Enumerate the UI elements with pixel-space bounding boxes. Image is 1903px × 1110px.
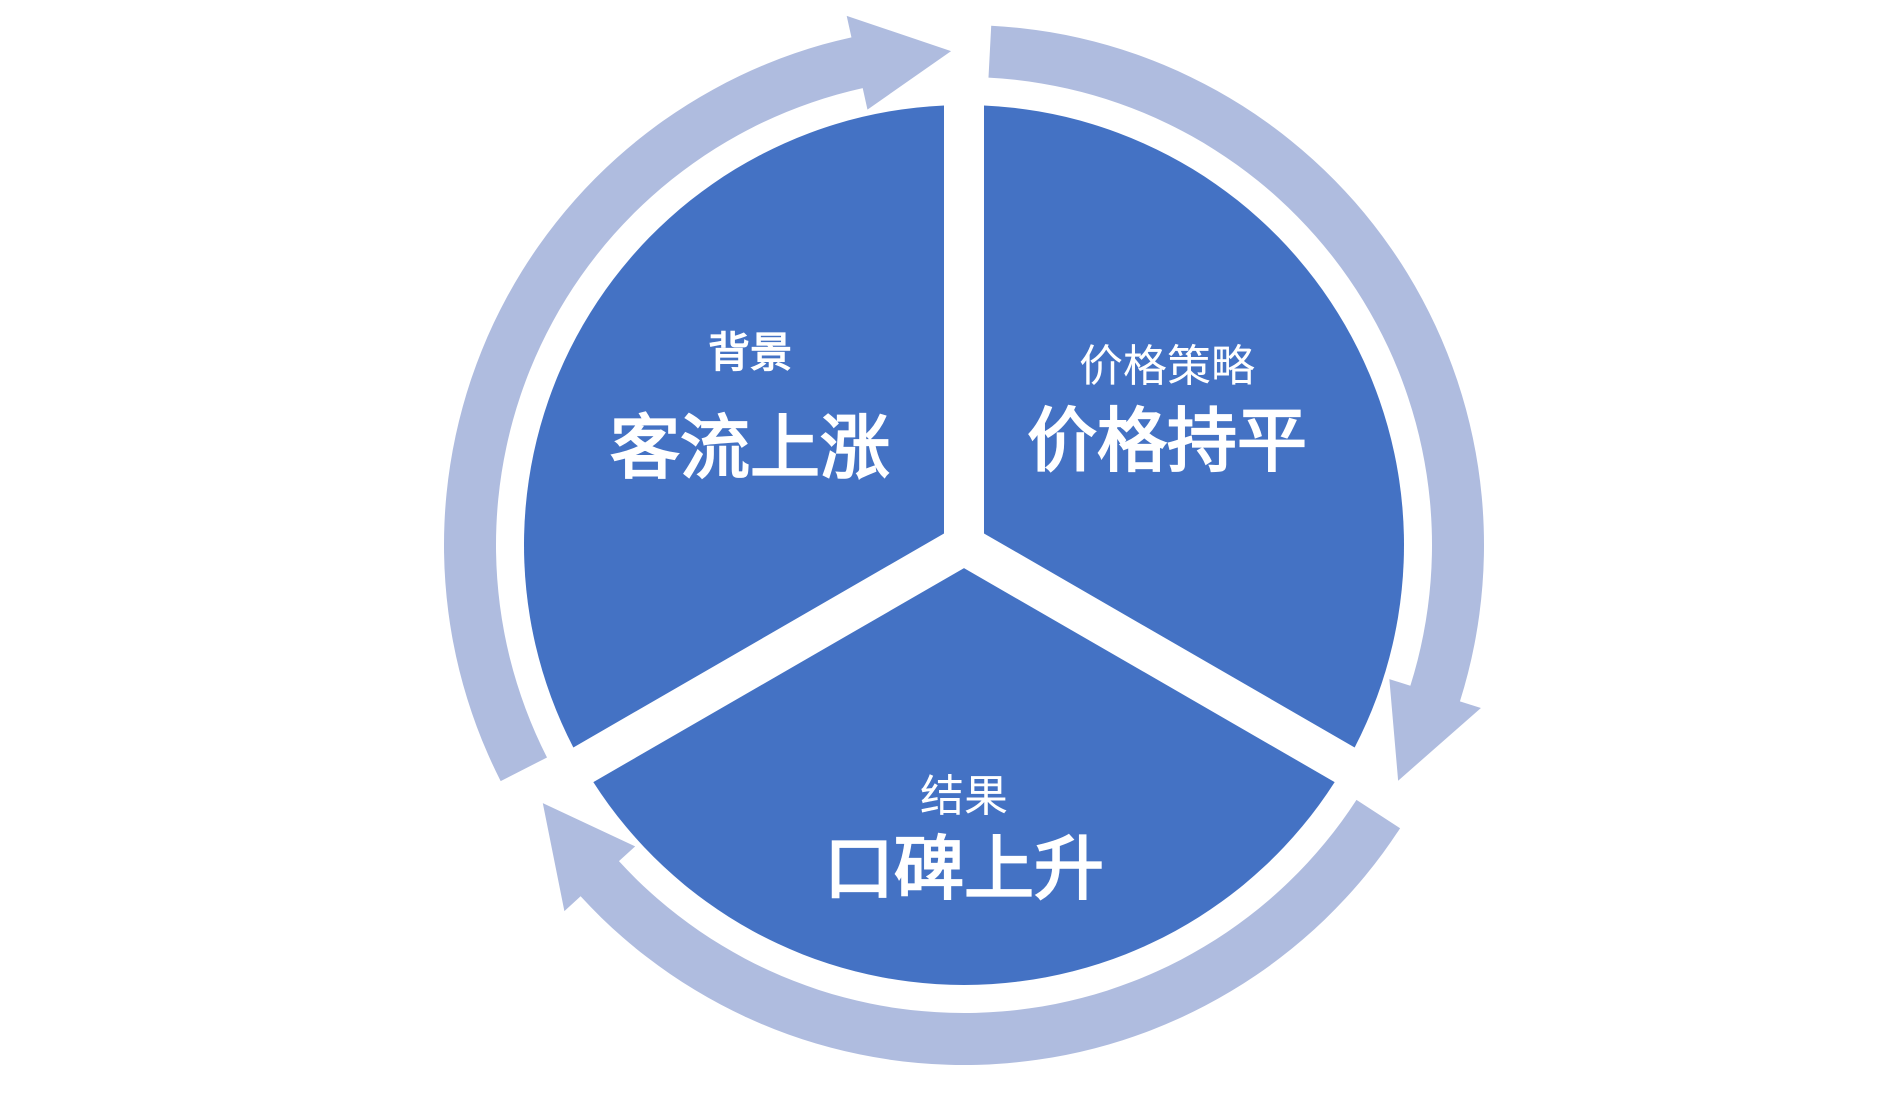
segment-result-main: 口碑上升 <box>824 828 1104 910</box>
segment-background-labels: 背景 客流上涨 <box>610 328 890 489</box>
cycle-ring-arrows <box>443 15 1484 1065</box>
segment-price-strategy-labels: 价格策略 价格持平 <box>1027 341 1307 482</box>
segment-price-strategy-wedge <box>983 105 1404 748</box>
cycle-segments <box>524 105 1404 985</box>
segment-background-title: 背景 <box>708 328 792 377</box>
segment-result-labels: 结果 口碑上升 <box>824 771 1104 910</box>
segment-price-strategy-main: 价格持平 <box>1027 400 1307 482</box>
segment-background-main: 客流上涨 <box>610 407 890 489</box>
segment-result-title: 结果 <box>920 771 1008 822</box>
ring-arrow-to-price-strategy <box>443 15 952 782</box>
segment-background-wedge <box>524 105 945 748</box>
segment-price-strategy-title: 价格策略 <box>1079 341 1255 392</box>
ring-arrow-to-result <box>988 25 1484 781</box>
segment-result-wedge <box>593 568 1335 985</box>
ring-arrow-to-background <box>542 799 1401 1065</box>
